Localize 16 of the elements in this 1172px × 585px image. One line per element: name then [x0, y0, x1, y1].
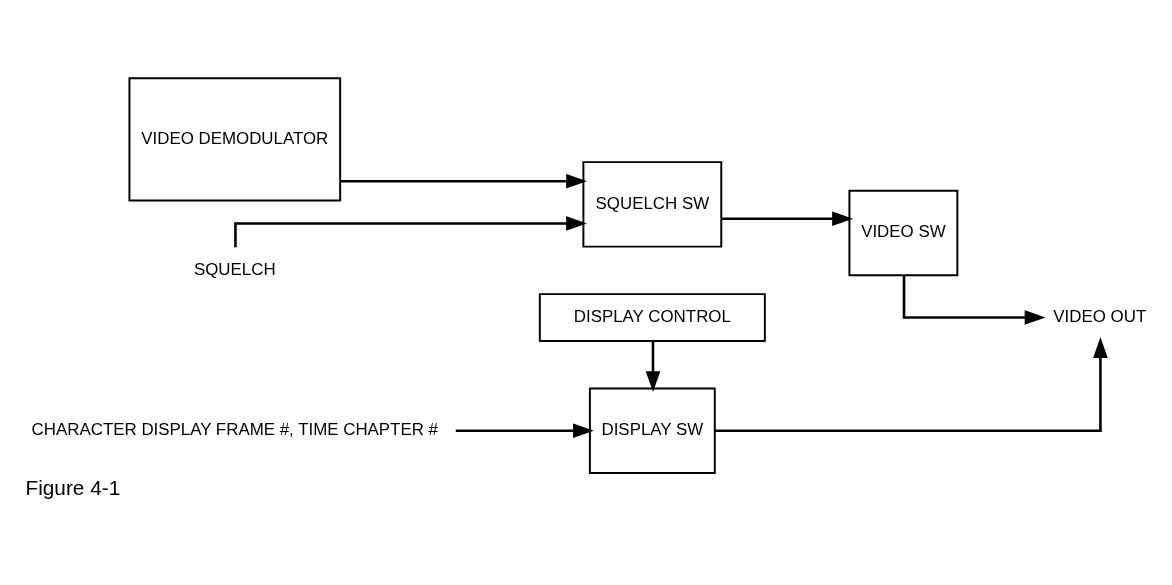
node-box: SQUELCH SW [582, 161, 723, 248]
arrow [715, 337, 1108, 432]
node-box: VIDEO SW [848, 189, 959, 277]
node-text: VIDEO OUT [1053, 306, 1147, 326]
node-box: DISPLAY CONTROL [538, 293, 766, 342]
arrow [645, 341, 661, 392]
node-text: CHARACTER DISPLAY FRAME #, TIME CHAPTER # [31, 420, 438, 440]
arrow [340, 174, 587, 189]
node-box: DISPLAY SW [588, 387, 716, 474]
arrow [455, 423, 594, 438]
node-box: VIDEO DEMODULATOR [128, 77, 342, 202]
caption: Figure 4-1 [25, 475, 121, 499]
node-text: SQUELCH [193, 260, 276, 280]
arrow [902, 275, 1046, 325]
arrow [234, 216, 587, 248]
arrow [721, 211, 853, 226]
